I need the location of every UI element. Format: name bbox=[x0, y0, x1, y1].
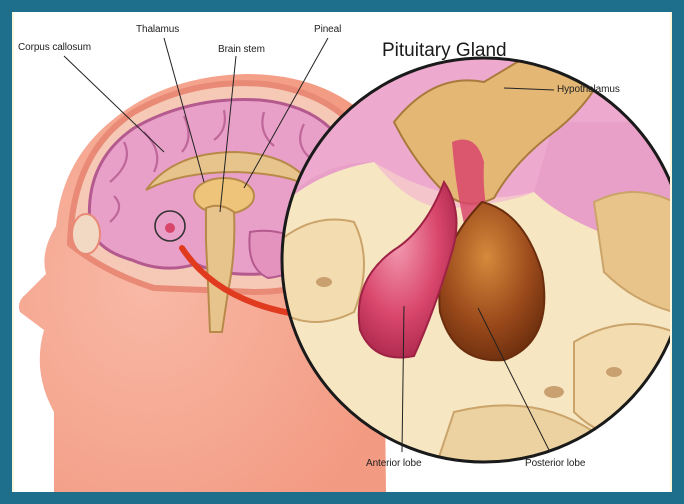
label-posterior-lobe: Posterior lobe bbox=[525, 458, 585, 469]
eye-socket bbox=[72, 214, 100, 254]
label-anterior-lobe: Anterior lobe bbox=[366, 458, 421, 469]
label-hypothalamus: Hypothalamus bbox=[557, 84, 620, 95]
label-pineal: Pineal bbox=[314, 24, 341, 35]
label-corpus-callosum: Corpus callosum bbox=[18, 42, 91, 53]
illustration-panel: Pituitary Gland Corpus callosum Thalamus… bbox=[14, 12, 670, 492]
label-thalamus: Thalamus bbox=[136, 24, 179, 35]
label-brain-stem: Brain stem bbox=[218, 44, 265, 55]
diagram-title: Pituitary Gland bbox=[382, 40, 507, 62]
